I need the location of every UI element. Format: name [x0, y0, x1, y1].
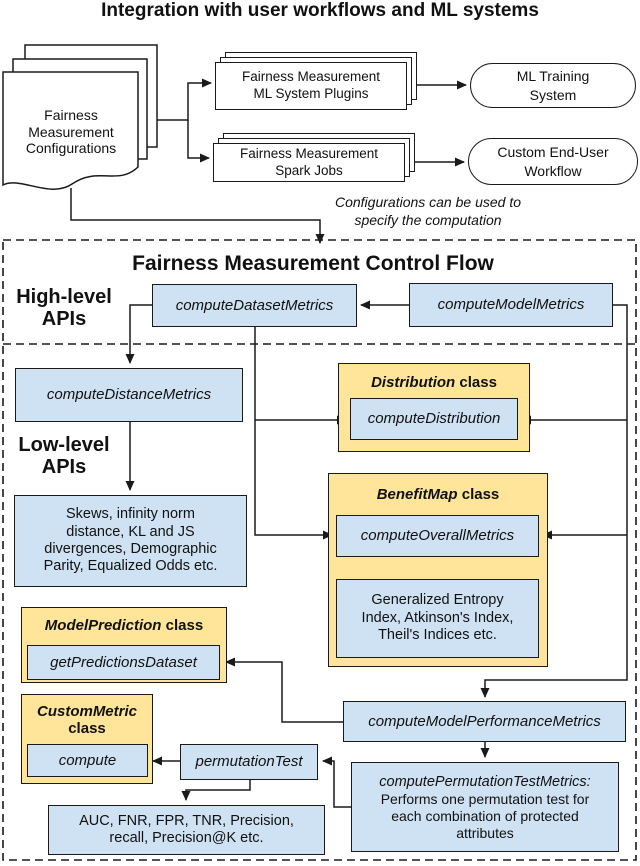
compute-permutation-test-metrics-node: computePermutationTestMetrics: Performs … — [351, 762, 619, 852]
compute-distribution-node: computeDistribution — [350, 398, 518, 440]
compute-dataset-metrics-node: computeDatasetMetrics — [152, 284, 357, 327]
spark-stack: Fairness Measurement Spark Jobs — [213, 143, 405, 182]
control-flow-title: Fairness Measurement Control Flow — [132, 252, 494, 275]
compute-overall-metrics-node: computeOverallMetrics — [336, 515, 539, 557]
flow-connectors — [125, 300, 628, 808]
configurations-caption: Configurations can be used to specify th… — [334, 194, 521, 228]
ml-training-system-node: ML Training System — [470, 63, 636, 108]
benefitmap-detail-node: Generalized Entropy Index, Atkinson's In… — [336, 579, 539, 658]
compute-distance-metrics-node: computeDistanceMetrics — [15, 368, 243, 422]
high-level-apis-label: High-level APIs — [16, 286, 112, 331]
benefitmap-class-label: BenefitMap class — [376, 486, 500, 503]
get-predictions-dataset-node: getPredictionsDataset — [27, 645, 220, 680]
low-level-apis-label: Low-level APIs — [18, 434, 110, 479]
permutation-test-node: permutationTest — [180, 744, 318, 780]
distance-metrics-detail-node: Skews, infinity norm distance, KL and JS… — [14, 495, 247, 587]
modelprediction-class-label: ModelPrediction class — [44, 617, 204, 634]
custommetric-class-label: CustomMetric class — [36, 703, 137, 738]
document-stack-shape — [2, 44, 158, 190]
distribution-class-label: Distribution class — [371, 374, 497, 391]
compute-node: compute — [27, 744, 148, 777]
document-label: Fairness Measurement Configurations — [25, 106, 117, 157]
top-connectors — [70, 78, 467, 244]
compute-model-metrics-node: computeModelMetrics — [409, 283, 613, 327]
performance-detail-node: AUC, FNR, FPR, TNR, Precision, recall, P… — [48, 805, 325, 855]
page-title: Integration with user workflows and ML s… — [101, 0, 539, 21]
custom-workflow-node: Custom End-User Workflow — [468, 138, 638, 185]
compute-model-performance-metrics-node: computeModelPerformanceMetrics — [343, 701, 626, 742]
plugins-stack: Fairness Measurement ML System Plugins — [215, 62, 407, 110]
